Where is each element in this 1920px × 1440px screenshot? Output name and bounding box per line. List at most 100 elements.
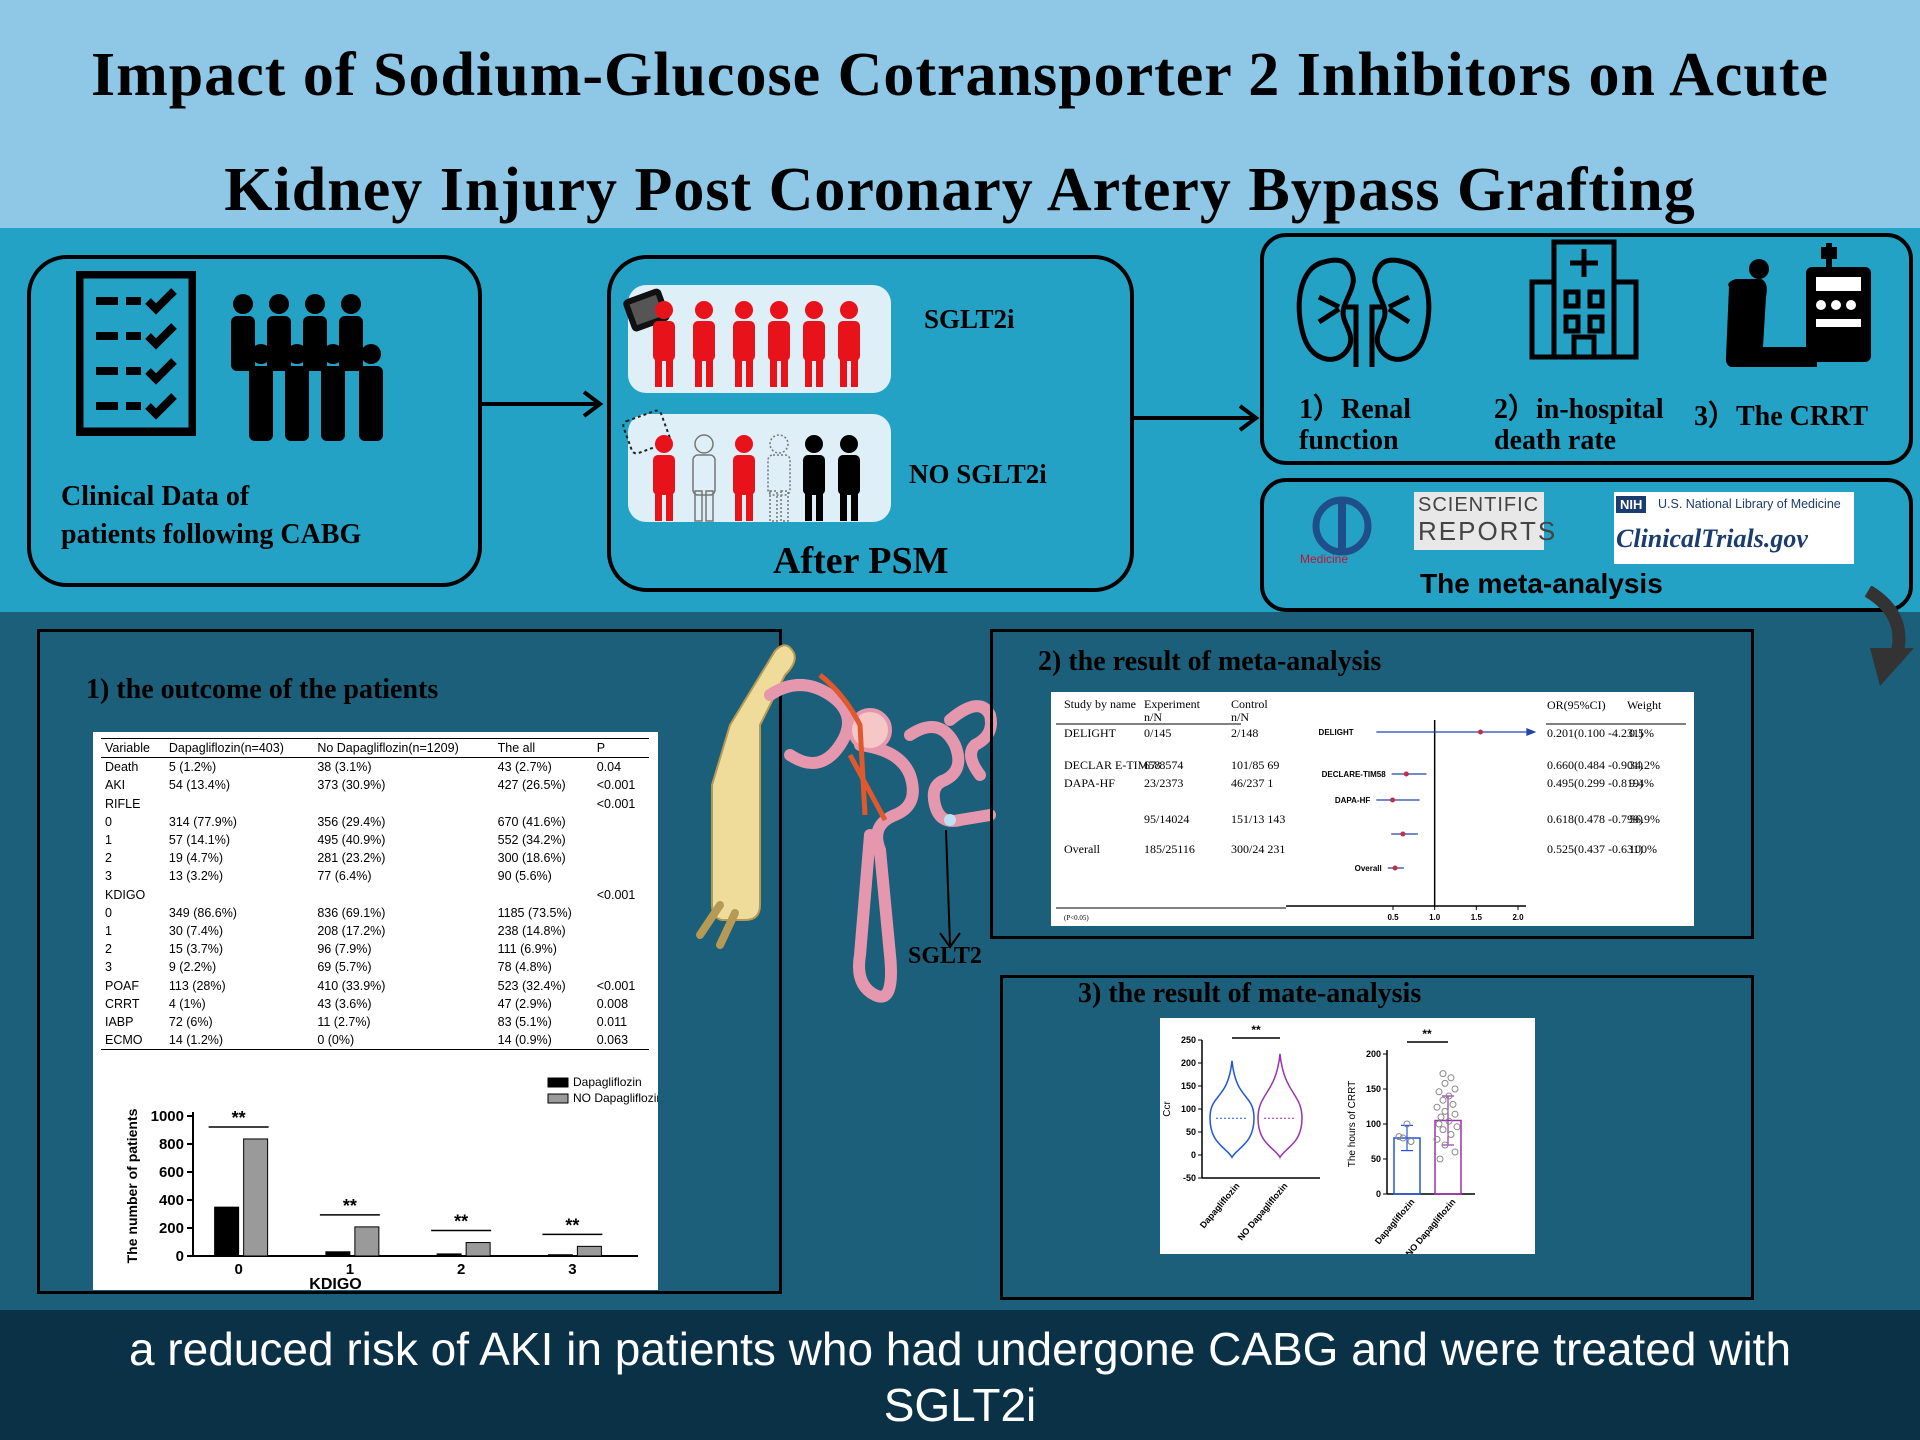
x-tick-label: Dapagliflozin [1198, 1181, 1242, 1230]
table-cell: 0.011 [596, 1014, 628, 1029]
table-cell: 0.008 [596, 996, 629, 1011]
conclusion-line-1: a reduced risk of AKI in patients who ha… [128, 1323, 1792, 1375]
table-cell [593, 904, 649, 922]
table-cell: 69 (5.7%) [317, 960, 372, 975]
forest-point [1390, 797, 1396, 803]
medicine-logo-text: Medicine [1300, 552, 1349, 566]
y-tick-label: 800 [159, 1136, 184, 1153]
table-cell: 427 (26.5%) [497, 778, 566, 793]
forest-point [1403, 771, 1409, 777]
significance-marker: ** [1251, 1023, 1261, 1037]
table-cell [165, 795, 313, 813]
y-tick-label: 50 [1186, 1127, 1196, 1137]
data-point [1449, 1100, 1457, 1108]
y-tick-label: 100 [1366, 1119, 1381, 1129]
table-row: RIFLE<0.001 [101, 795, 649, 813]
forest-exp-value: 0/145 [1144, 726, 1171, 740]
bar-dapagliflozin [547, 1254, 573, 1257]
forest-x-tick-label: 1.5 [1471, 913, 1483, 922]
table-cell: 208 (17.2%) [317, 923, 386, 938]
data-point [1453, 1123, 1461, 1131]
data-point [1441, 1141, 1449, 1149]
table-header-cell: P [592, 737, 649, 759]
y-tick-label: 150 [1366, 1084, 1381, 1094]
y-axis-label: Ccr [1162, 1101, 1173, 1117]
forest-or-value: 0.201(0.100 -4.231) [1547, 726, 1643, 740]
hospital-icon [1529, 239, 1639, 360]
table-row: 0 314 (77.9%) 356 (29.4%) 670 (41.6%) [101, 813, 649, 831]
dialysis-machine-icon [1725, 243, 1871, 367]
forest-or-value: 0.618(0.478 -0.799) [1547, 812, 1643, 826]
data-point [1435, 1120, 1443, 1128]
table-cell: 238 (14.8%) [497, 923, 566, 938]
panel2-title: 2) the result of meta-analysis [1038, 646, 1382, 677]
title-line-1: Impact of Sodium-Glucose Cotransporter 2… [90, 41, 1830, 109]
table-cell: 0.04 [596, 760, 622, 775]
data-point [1399, 1134, 1407, 1142]
table-cell: 314 (77.9%) [168, 814, 237, 829]
psm-box: SGLT2i NO SGLT2i After PSM [607, 255, 1134, 592]
sglt2i-people-icon [623, 288, 860, 387]
table-cell: 670 (41.6%) [497, 814, 566, 829]
forest-exp-value: 185/25116 [1144, 842, 1195, 856]
after-psm-label: After PSM [773, 540, 949, 582]
table-cell: 373 (30.9%) [317, 778, 386, 793]
forest-plot-label: DECLARE-TIM58 [1322, 770, 1387, 779]
table-cell: <0.001 [596, 978, 636, 993]
table-cell: 0 [105, 814, 112, 829]
title-banner: Impact of Sodium-Glucose Cotransporter 2… [0, 0, 1920, 228]
forest-or-value: 0.660(0.484 -0.901) [1547, 758, 1643, 772]
x-tick-label: 2 [457, 1261, 465, 1278]
sglt2-label: SGLT2 [908, 943, 982, 969]
data-point [1395, 1133, 1403, 1141]
table-cell: 495 (40.9%) [317, 833, 386, 848]
forest-plot-label: DAPA-HF [1335, 796, 1371, 805]
bar-no-dapagliflozin [576, 1245, 602, 1257]
forest-ci-arrow [1526, 728, 1537, 736]
y-tick-label: 0 [176, 1248, 184, 1265]
table-cell: ECMO [101, 1031, 165, 1051]
table-cell: <0.001 [596, 887, 636, 902]
forest-x-tick-label: 1.0 [1429, 913, 1441, 922]
table-cell: Death [105, 760, 139, 775]
table-cell: 3 [105, 960, 112, 975]
table-cell [593, 922, 649, 940]
sci-line-1: SCIENTIFIC [1418, 494, 1540, 516]
data-point [1441, 1079, 1449, 1087]
y-tick-label: 200 [159, 1220, 184, 1237]
y-tick-label: 1000 [151, 1108, 184, 1125]
forest-weight-value: 34.2% [1629, 758, 1660, 772]
medicine-logo-icon [1312, 496, 1372, 556]
table-cell: 356 (29.4%) [317, 814, 386, 829]
forest-ctrl-value: 2/148 [1231, 726, 1258, 740]
data-point [1433, 1103, 1441, 1111]
no-sglt2i-people-icon [622, 409, 860, 522]
forest-or-value: 0.495(0.299 -0.819) [1547, 776, 1643, 790]
data-point [1407, 1138, 1415, 1145]
legend-label: Dapagliflozin [573, 1075, 642, 1089]
table-cell: KDIGO [105, 887, 146, 902]
table-cell: 90 (5.6%) [497, 869, 552, 884]
legend-label: NO Dapagliflozin [573, 1091, 658, 1105]
clinical-label-1: Clinical Data of [61, 481, 250, 512]
table-cell: POAF [105, 978, 140, 993]
conclusion-footer: a reduced risk of AKI in patients who ha… [0, 1310, 1920, 1440]
table-cell: <0.001 [596, 778, 636, 793]
table-cell: 111 (6.9%) [497, 942, 557, 957]
clinical-data-box: Clinical Data of patients following CABG [27, 255, 482, 587]
data-point [1435, 1088, 1443, 1096]
table-cell [494, 886, 593, 904]
forest-study-name: DECLAR E-TIM58 [1064, 758, 1160, 772]
title-line-2: Kidney Injury Post Coronary Artery Bypas… [224, 156, 1696, 224]
data-point [1451, 1110, 1459, 1118]
